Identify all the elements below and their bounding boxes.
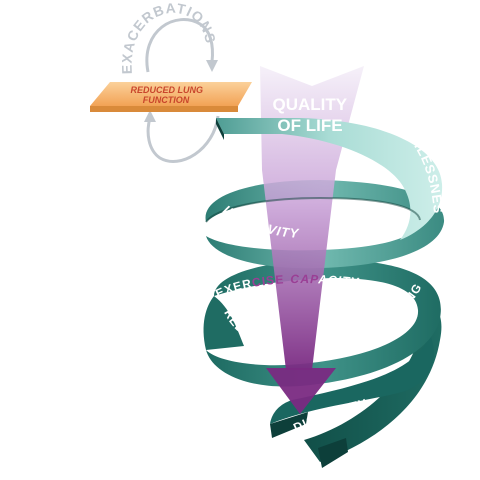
spiral-turn-1	[205, 118, 443, 240]
band-end-cap-1	[270, 412, 308, 438]
band-end-cap-2	[318, 438, 348, 468]
spiral-band-breathlessness	[216, 118, 443, 240]
spiral-band-reduced	[203, 296, 244, 350]
spiral-band-deconditioning	[206, 259, 441, 387]
capacity-part-2: ACITY	[317, 272, 360, 289]
svg-text:EXACERBATIONS: EXACERBATIONS	[119, 0, 220, 74]
plaque-line-1: REDUCED LUNG	[130, 85, 203, 95]
cycle-arrow-top	[145, 18, 214, 73]
spiral-band-disability	[270, 334, 434, 424]
band-top-edge	[216, 118, 224, 140]
plaque-top	[90, 82, 252, 106]
quality-of-life-line-2: OF LIFE	[277, 116, 342, 135]
reduced-lung-function-plaque: REDUCED LUNG FUNCTION	[90, 82, 252, 112]
quality-of-life-line-1: QUALITY	[272, 95, 347, 114]
plaque-line-2: FUNCTION	[143, 95, 190, 105]
cycle-arrow-bottom	[146, 115, 220, 163]
capacity-part-1: CAP	[290, 272, 319, 286]
cycle-arrowhead-up-icon	[144, 110, 156, 122]
svg-text:QUALITY OF LIFE: QUALITY OF LIFE	[272, 95, 351, 135]
exacerbations-cycle: EXACERBATIONS	[119, 0, 220, 163]
spiral-turn-3	[203, 259, 441, 387]
arrow-head-icon	[266, 368, 336, 414]
svg-text:REDUCED LUNG FUNCTION: REDUCED LUNG FUNCTION	[130, 85, 205, 105]
exacerbations-label: EXACERBATIONS	[119, 0, 219, 74]
cycle-arrowhead-down-icon	[206, 60, 218, 72]
plaque-side	[90, 106, 238, 112]
spiral-band-inner-rim	[205, 196, 421, 223]
